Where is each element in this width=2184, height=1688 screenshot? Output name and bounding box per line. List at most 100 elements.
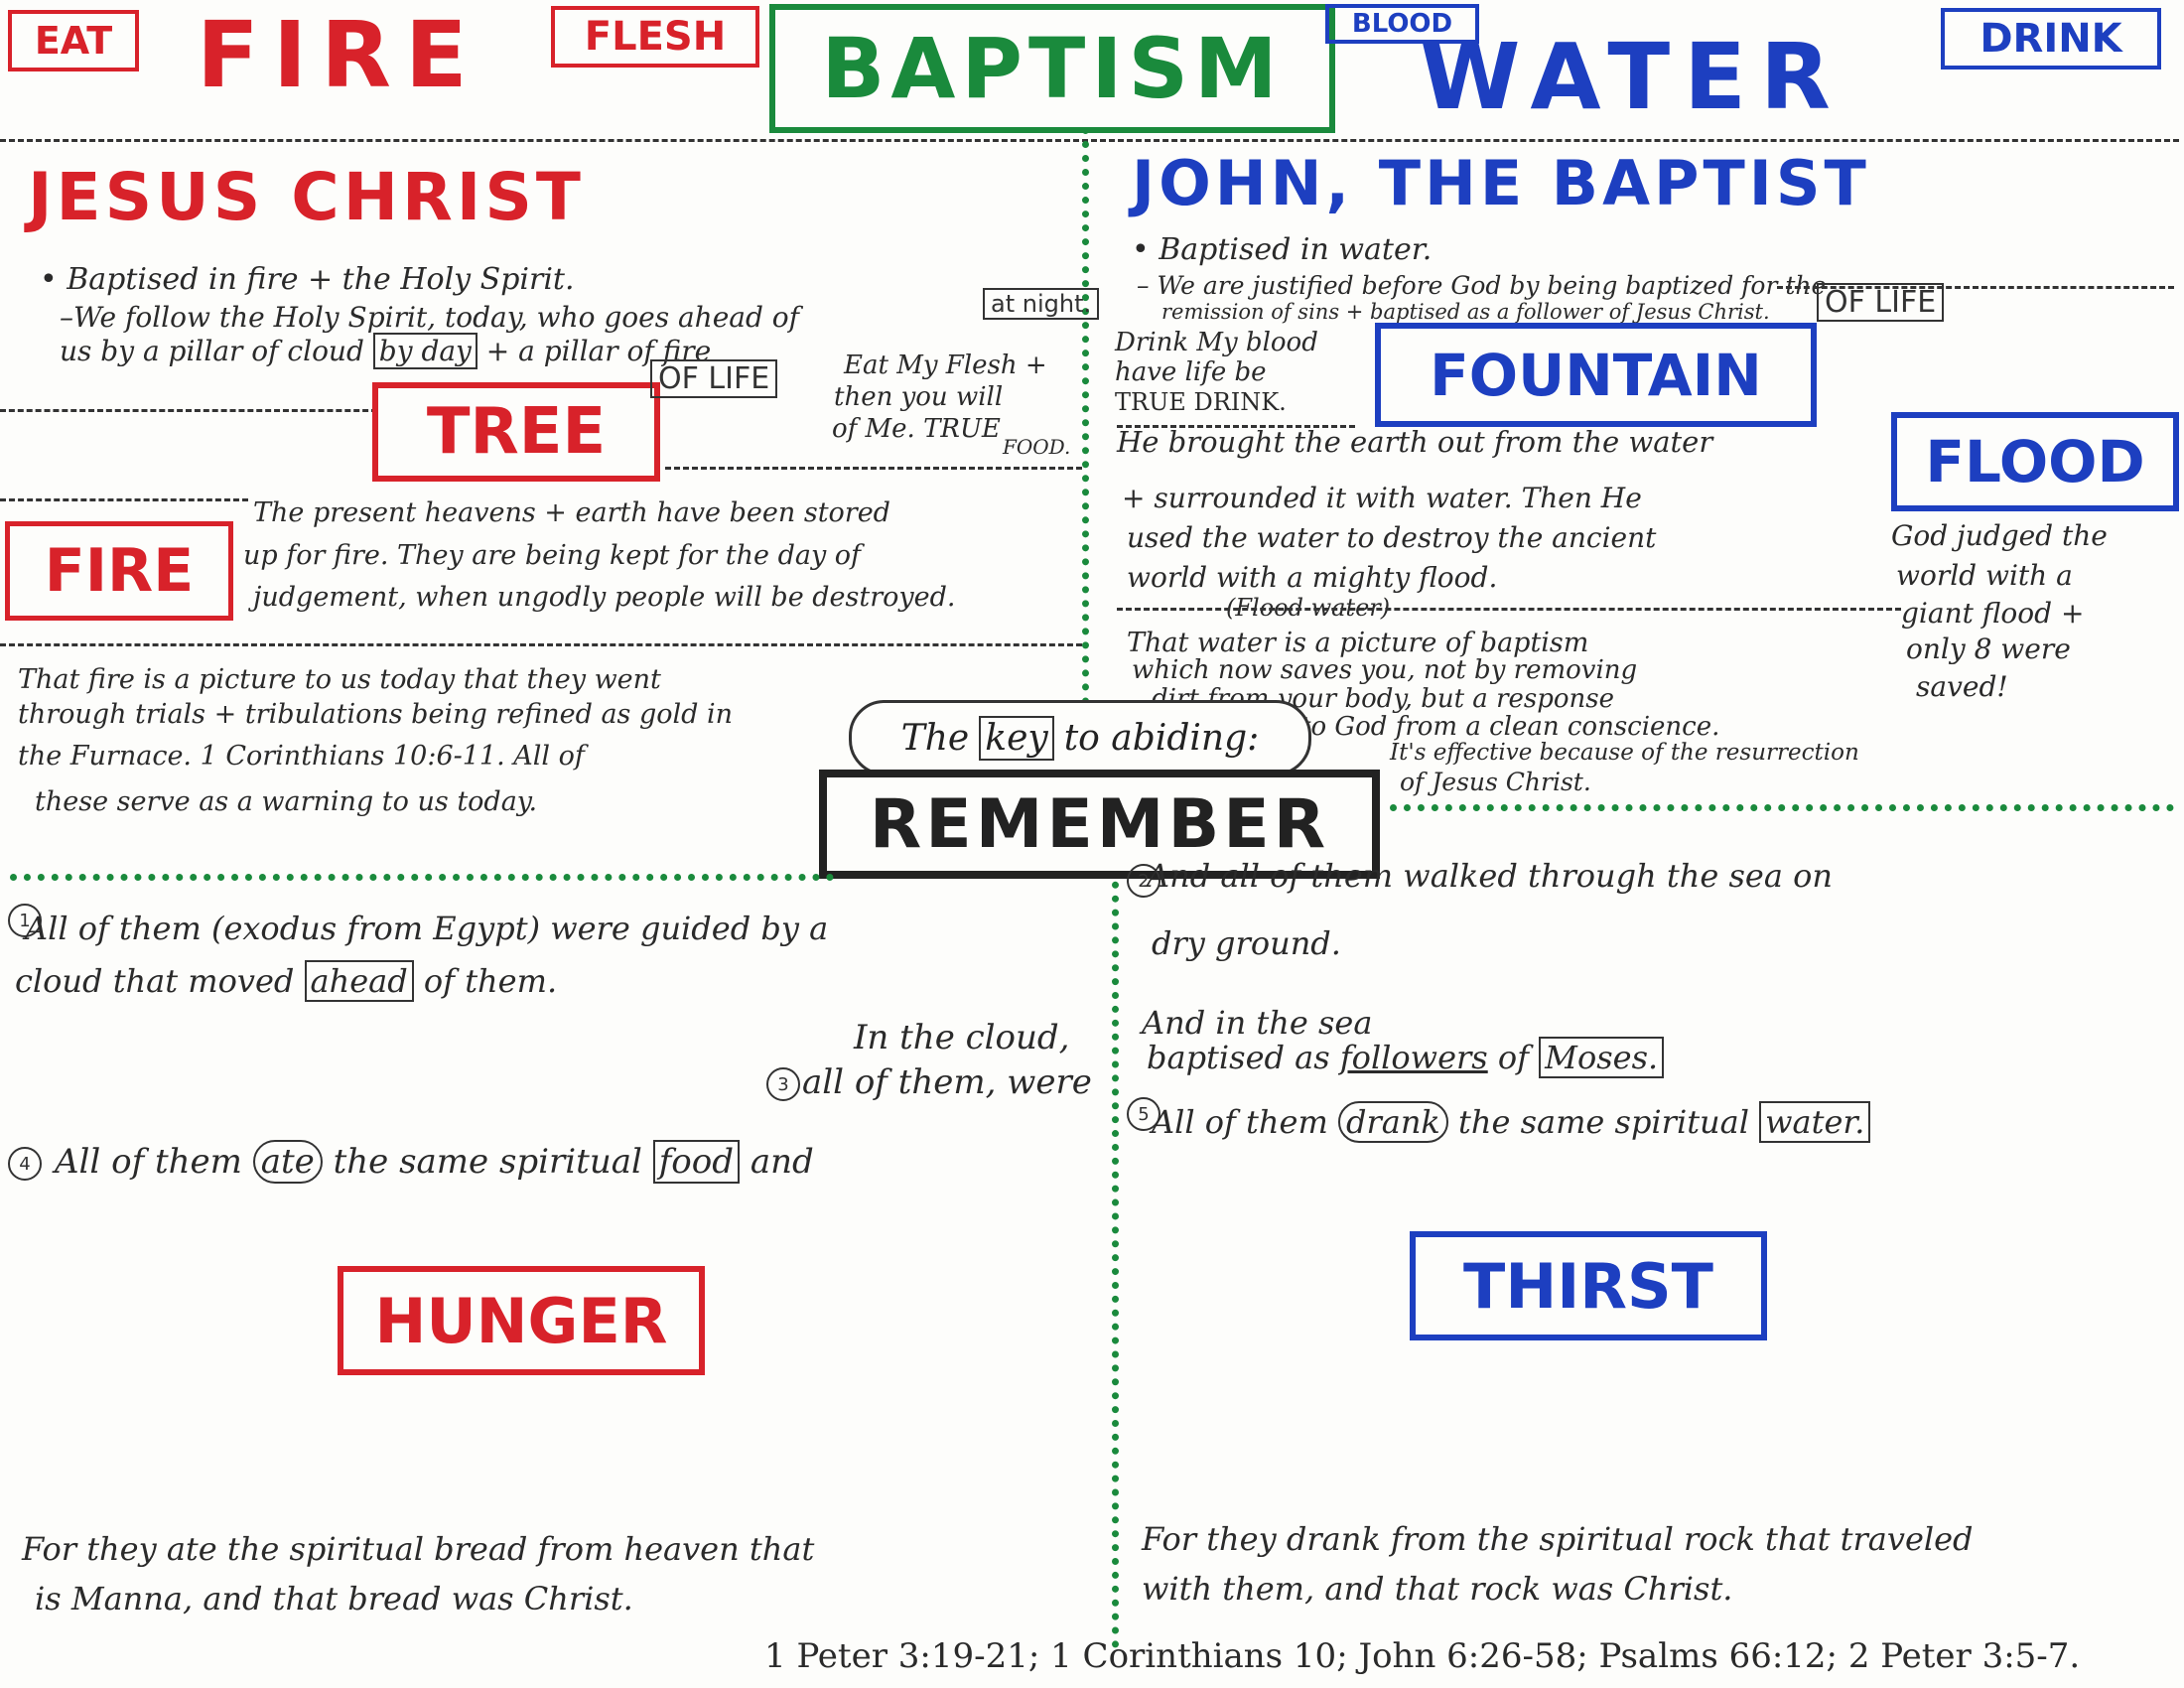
- judged-text-3: giant flood +: [1901, 597, 2085, 630]
- left-divider-1: [0, 409, 377, 412]
- center-divider-top: [1082, 127, 1089, 802]
- key-to-abiding-cloud: The key to abiding:: [849, 700, 1311, 775]
- flesh-label: FLESH: [551, 6, 759, 68]
- left-follow-spirit-text: –We follow the Holy Spirit, today, who g…: [60, 301, 800, 334]
- green-divider-right: [1390, 804, 2174, 811]
- right-divider-2: [1117, 425, 1355, 428]
- remember-box: REMEMBER: [819, 770, 1380, 879]
- by-day-box: by day: [372, 333, 478, 369]
- earth-text-3: used the water to destroy the ancient: [1127, 521, 1657, 554]
- fire-box: FIRE: [5, 521, 233, 621]
- eat-label: EAT: [8, 10, 139, 71]
- header-divider: [0, 139, 2179, 142]
- picture-text-1: That fire is a picture to us today that …: [18, 664, 661, 695]
- blood-label: BLOOD: [1325, 4, 1479, 44]
- key-pre: The: [900, 717, 970, 759]
- fire-text-2: up for fire. They are being kept for the…: [243, 540, 862, 571]
- fire-text-1: The present heavens + earth have been st…: [253, 497, 890, 528]
- fire-title: FIRE: [197, 2, 481, 108]
- item1-line2: cloud that moved ahead of them.: [15, 960, 558, 1002]
- fountain-of-life-box: OF LIFE: [1817, 283, 1945, 322]
- eat-flesh-1: Eat My Flesh +: [844, 351, 1047, 380]
- earth-text-1: He brought the earth out from the water: [1117, 425, 1713, 459]
- item1-post: of them.: [423, 962, 558, 1000]
- green-divider-left: [10, 874, 834, 881]
- eat-flesh-2: then you will: [834, 382, 1004, 412]
- bread-line-1: For they ate the spiritual bread from he…: [22, 1530, 815, 1568]
- item4-mid: the same spiritual: [333, 1142, 642, 1182]
- left-pillar-b: + a pillar of fire: [485, 335, 712, 367]
- left-divider-4: [0, 643, 1082, 646]
- jesus-christ-heading: JESUS CHRIST: [28, 159, 585, 235]
- judged-text-4: only 8 were: [1906, 633, 2071, 665]
- water-box: water.: [1759, 1101, 1871, 1143]
- right-divider-1: [1777, 286, 2174, 289]
- item4-pre: All of them: [55, 1142, 242, 1182]
- earth-text-4: world with a mighty flood.: [1127, 561, 1498, 594]
- water-title: WATER: [1420, 24, 1844, 130]
- right-justified: – We are justified before God by being b…: [1137, 271, 1827, 300]
- ahead-box: ahead: [304, 960, 414, 1002]
- item2-line2: dry ground.: [1152, 924, 1341, 962]
- number-4: 4: [8, 1147, 42, 1181]
- judged-text-1: God judged the: [1891, 519, 2108, 552]
- judged-text-5: saved!: [1916, 670, 2008, 703]
- drank-circle: drank: [1337, 1101, 1448, 1143]
- item5-mid: the same spiritual: [1457, 1103, 1749, 1141]
- key-post: to abiding:: [1063, 717, 1260, 759]
- fire-text-3: judgement, when ungodly people will be d…: [253, 582, 956, 613]
- item4-post: and: [750, 1142, 814, 1182]
- judged-text-2: world with a: [1896, 559, 2073, 592]
- item5-pre: All of them: [1152, 1103, 1328, 1141]
- water-picture-2: which now saves you, not by removing: [1132, 655, 1638, 685]
- scripture-references: 1 Peter 3:19-21; 1 Corinthians 10; John …: [764, 1636, 2081, 1676]
- picture-text-4: these serve as a warning to us today.: [35, 786, 538, 817]
- flood-box: FLOOD: [1891, 412, 2179, 511]
- water-picture-4: to God from a clean conscience.: [1300, 712, 1720, 742]
- moses-box: Moses.: [1539, 1037, 1665, 1078]
- left-follow-spirit: –We follow the Holy Spirit, today, who g…: [60, 298, 799, 338]
- at-night-box: at night.: [983, 288, 1100, 320]
- left-divider-2: [665, 467, 1082, 470]
- fountain-box: FOUNTAIN: [1375, 323, 1817, 427]
- right-baptised-water: • Baptised in water.: [1132, 232, 1433, 267]
- drink-blood-2: have life be: [1115, 357, 1267, 387]
- drink-blood-3: TRUE DRINK.: [1115, 388, 1287, 416]
- sea-mid: of: [1497, 1039, 1529, 1076]
- center-divider-bottom: [1112, 854, 1119, 1648]
- key-word-box: key: [979, 715, 1054, 761]
- right-divider-3: [1117, 608, 1901, 611]
- item5-line: All of them drank the same spiritual wat…: [1152, 1101, 1871, 1143]
- rock-line-2: with them, and that rock was Christ.: [1142, 1570, 1733, 1608]
- left-pillar-line: us by a pillar of cloud by day + a pilla…: [60, 332, 711, 371]
- item1-pre: cloud that moved: [15, 962, 295, 1000]
- item4-line: All of them ate the same spiritual food …: [55, 1140, 814, 1184]
- eat-flesh-3: of Me. TRUE: [832, 414, 1001, 444]
- eat-flesh-4: FOOD.: [1003, 435, 1071, 459]
- ate-circle: ate: [252, 1140, 323, 1184]
- thirst-box: THIRST: [1410, 1231, 1767, 1340]
- food-box: food: [652, 1140, 740, 1184]
- sea-line-1: And in the sea: [1142, 1004, 1373, 1042]
- picture-text-3: the Furnace. 1 Corinthians 10:6-11. All …: [18, 741, 585, 772]
- left-pillar-a: us by a pillar of cloud: [60, 335, 364, 367]
- sea-pre: baptised as: [1147, 1039, 1330, 1076]
- hunger-box: HUNGER: [338, 1266, 705, 1375]
- number-2: 2: [1127, 864, 1160, 898]
- drink-label: DRINK: [1941, 8, 2161, 70]
- number-5: 5: [1127, 1097, 1160, 1131]
- john-baptist-heading: JOHN, THE BAPTIST: [1132, 147, 1870, 219]
- bread-line-2: is Manna, and that bread was Christ.: [35, 1580, 633, 1618]
- cloud-line-2: all of them, were: [802, 1062, 1092, 1102]
- baptism-title: BAPTISM: [769, 4, 1335, 133]
- right-remission: remission of sins + baptised as a follow…: [1161, 300, 1770, 324]
- left-divider-3: [0, 498, 248, 501]
- water-picture-1: That water is a picture of baptism: [1127, 628, 1589, 658]
- drink-blood-1: Drink My blood: [1115, 328, 1318, 357]
- number-1: 1: [8, 904, 42, 937]
- item1-line1: All of them (exodus from Egypt) were gui…: [25, 910, 829, 947]
- tree-of-life-box: OF LIFE: [650, 359, 778, 398]
- water-picture-5: It's effective because of the resurrecti…: [1390, 740, 1859, 766]
- number-3: 3: [766, 1067, 800, 1101]
- earth-text-2: + surrounded it with water. Then He: [1122, 482, 1642, 514]
